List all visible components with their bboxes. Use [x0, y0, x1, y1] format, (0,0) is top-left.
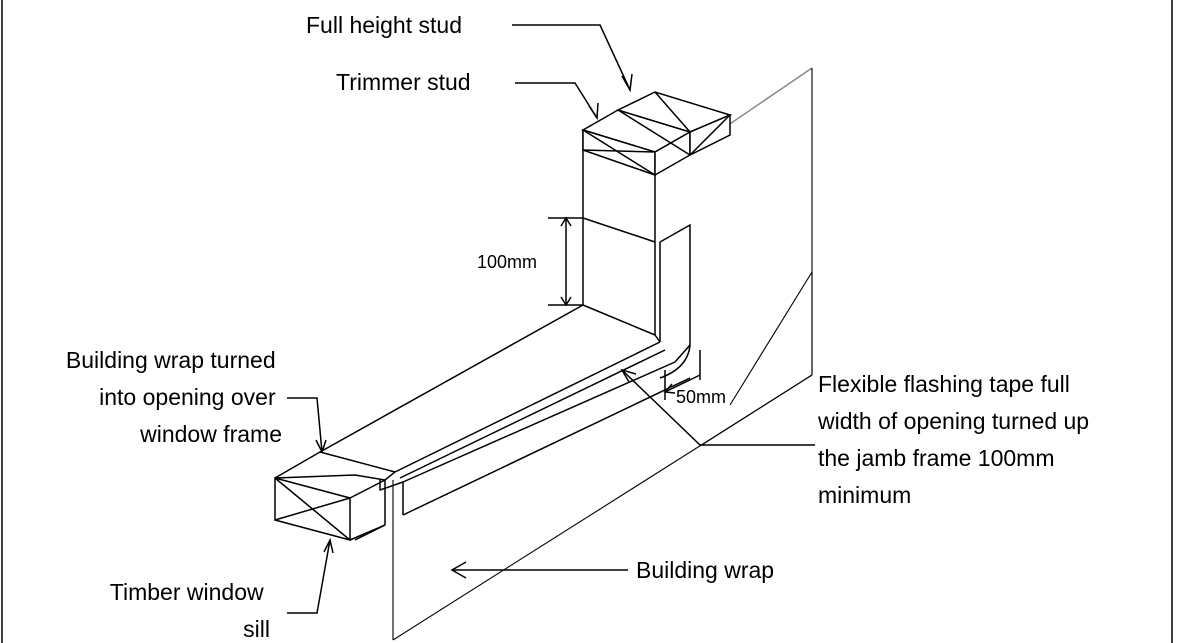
- trimmer-stud-arrowhead: [588, 102, 599, 121]
- full-height-stud-label: Full height stud: [306, 12, 462, 38]
- sill-body: [319, 304, 691, 541]
- flashing-tape-arrowhead: [620, 368, 637, 383]
- building-wrap-turned-line-3: window frame: [139, 421, 282, 447]
- timber-window-sill-leader: [287, 539, 331, 614]
- full-height-stud-leader: [512, 24, 631, 91]
- timber-sill-end: [274, 451, 397, 541]
- building-wrap-turned-line-2: into opening over: [99, 384, 276, 410]
- flashing-tape-line-1: Flexible flashing tape full: [818, 371, 1070, 397]
- timber-window-sill-line-1: Timber window: [110, 579, 264, 605]
- flashing-tape-line-3: the jamb frame 100mm: [818, 445, 1054, 471]
- flashing-tape-leader: [621, 369, 815, 446]
- building-wrap-label: Building wrap: [636, 557, 774, 583]
- full-height-stud-arrowhead: [621, 73, 633, 93]
- timber-window-sill-label: Timber window sill: [110, 579, 270, 642]
- timber-window-sill-arrowhead: [323, 537, 334, 554]
- jamb-flashing-upstand: [659, 223, 691, 379]
- flashing-tape-line-2: width of opening turned up: [817, 408, 1089, 434]
- stud-boxes: [581, 91, 733, 177]
- dimension-100mm-label: 100mm: [477, 252, 537, 272]
- dimension-50mm: [663, 350, 701, 400]
- building-wrap-turned-line-1: Building wrap turned: [66, 347, 276, 373]
- trimmer-stud-leader: [515, 82, 598, 119]
- dimension-100mm: [548, 216, 583, 307]
- building-wrap-turned-label: Building wrap turned into opening over w…: [66, 347, 282, 447]
- dimension-50mm-label: 50mm: [676, 387, 726, 407]
- flashing-tape-label: Flexible flashing tape full width of ope…: [817, 371, 1095, 508]
- timber-window-sill-line-2: sill: [243, 616, 270, 642]
- flashing-tape-line-4: minimum: [818, 482, 911, 508]
- trimmer-stud-label: Trimmer stud: [336, 69, 471, 95]
- building-wrap-turned-leader: [287, 397, 323, 453]
- building-wrap-turned-arrowhead: [315, 439, 327, 454]
- building-wrap-arrowhead: [450, 561, 467, 579]
